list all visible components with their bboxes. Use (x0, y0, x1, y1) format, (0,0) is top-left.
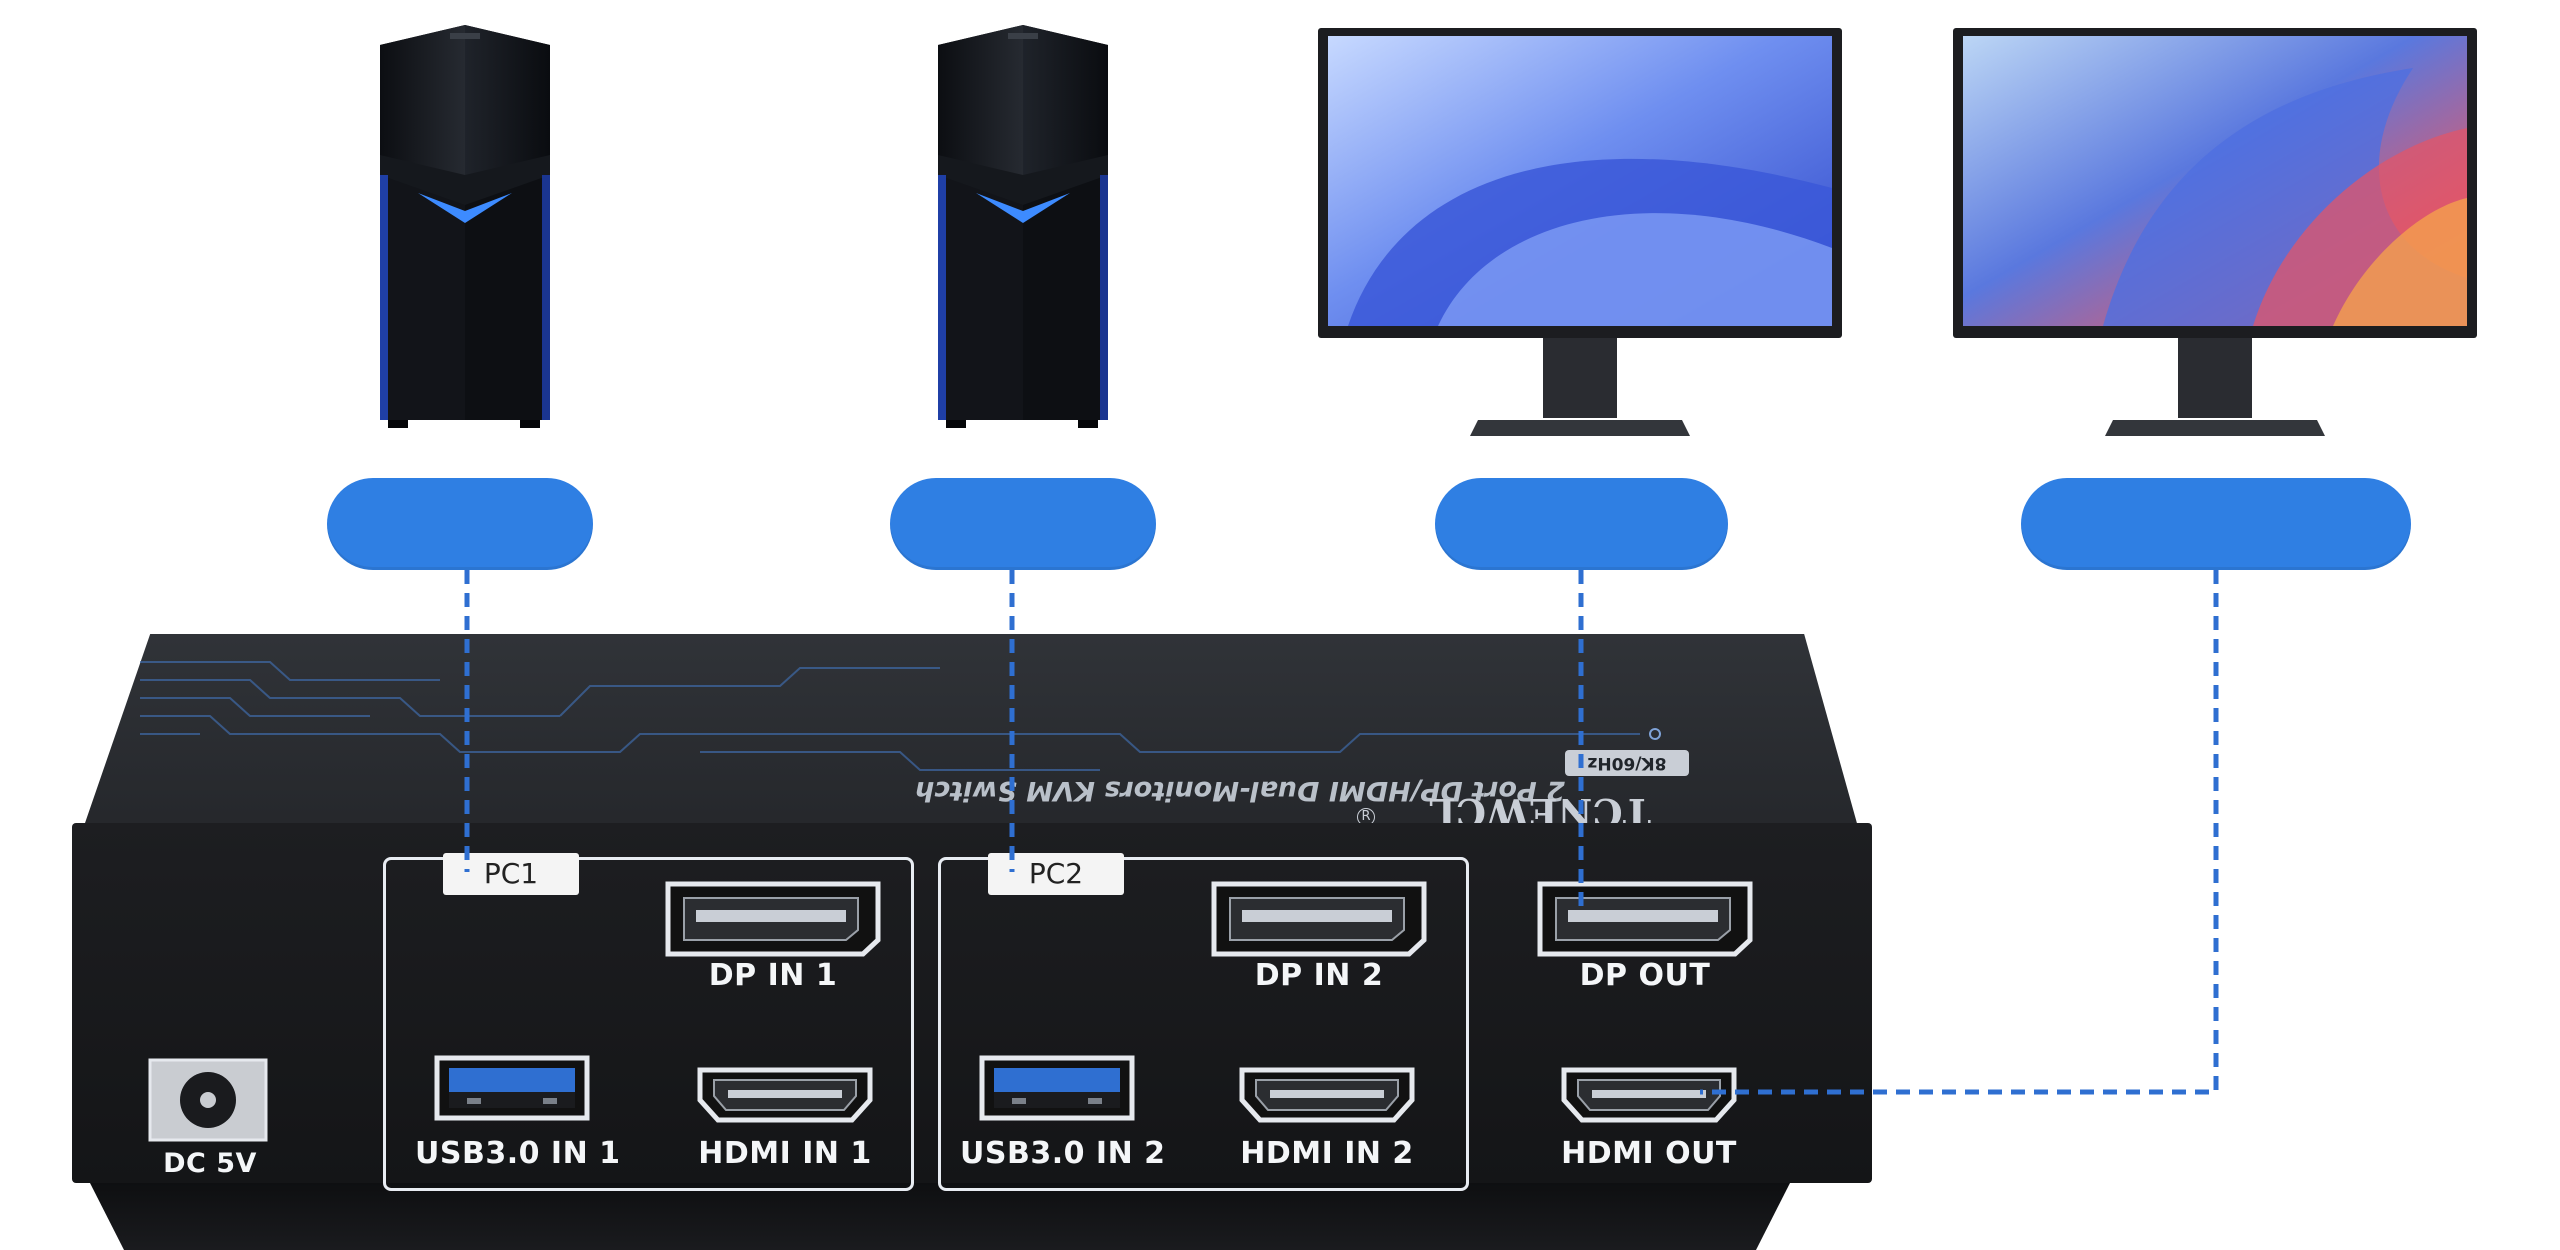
dp-in-1-label: DP IN 1 (708, 958, 838, 993)
usb-in-2-label: USB3.0 IN 2 (960, 1136, 1166, 1171)
monitor2-link-line (1700, 570, 2219, 1095)
monitor1-connector-pill (1435, 478, 1728, 570)
dc-power-label: DC 5V (163, 1148, 257, 1179)
dc-power-jack (148, 1058, 268, 1142)
pc-tower-icon (938, 25, 1108, 428)
pc1-connector-pill (327, 478, 593, 570)
monitor-icon (1318, 28, 1842, 436)
dp-out-label: DP OUT (1579, 958, 1711, 993)
kvm-switch-top-panel (75, 634, 1865, 852)
circuit-trace-decoration (140, 661, 1661, 771)
hdmi-in-1-label: HDMI IN 1 (698, 1136, 872, 1171)
kvm-switch-base (90, 1183, 1790, 1250)
pc2-port-group (938, 857, 1469, 1191)
monitor2-connector-pill (2021, 478, 2411, 570)
dp-in-2-label: DP IN 2 (1254, 958, 1384, 993)
pc-tower-icon (380, 25, 550, 428)
usb-in-1-label: USB3.0 IN 1 (415, 1136, 621, 1171)
pc2-connector-pill (890, 478, 1156, 570)
hdmi-in-2-label: HDMI IN 2 (1240, 1136, 1414, 1171)
hdmi-out-label: HDMI OUT (1561, 1136, 1737, 1171)
pc1-port-group (383, 857, 914, 1191)
monitor-icon (1953, 28, 2477, 436)
